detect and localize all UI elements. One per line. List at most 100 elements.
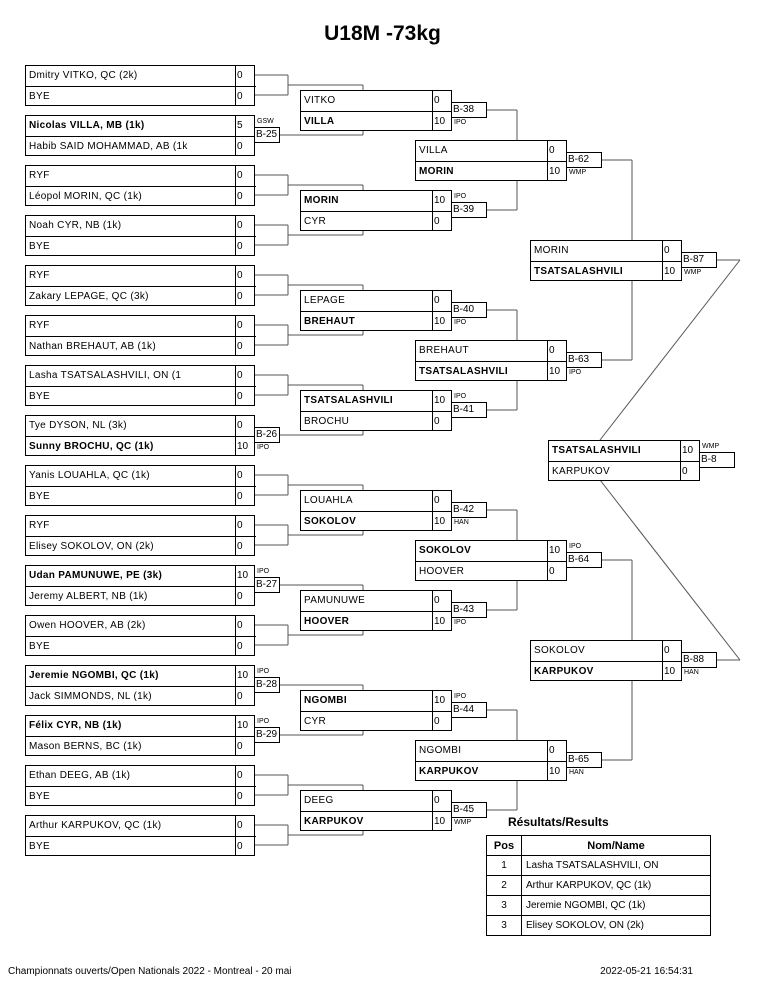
competitor-name: Jeremie NGOMBI, QC (1k) [29, 670, 159, 681]
match-number[interactable]: B-40 [451, 302, 487, 318]
competitor-name: KARPUKOV [549, 461, 681, 481]
competitor-name: KARPUKOV [416, 761, 548, 781]
match-number[interactable]: B-45 [451, 802, 487, 818]
competitor-name: HOOVER [416, 561, 548, 581]
competitor-score: 0 [235, 266, 256, 286]
competitor-name: Zakary LEPAGE, QC (3k) [26, 286, 236, 306]
competitor-score: 0 [235, 786, 256, 806]
match-number[interactable]: B-29 [254, 727, 280, 743]
competitor-name: RYF [29, 520, 50, 531]
connector-line [599, 479, 741, 661]
match-number[interactable]: B-88 [681, 652, 717, 668]
win-type-note: IPO [454, 193, 467, 200]
match-number[interactable]: B-87 [681, 252, 717, 268]
win-type-note: IPO [454, 119, 467, 126]
match-number[interactable]: B-43 [451, 602, 487, 618]
competitor-score: 0 [235, 486, 256, 506]
competitor-score: 10 [432, 191, 453, 211]
competitor-name: KARPUKOV [301, 811, 433, 831]
match-number[interactable]: B-63 [566, 352, 602, 368]
win-type-note: WMP [702, 443, 720, 450]
competitor-name: Ethan DEEG, AB (1k) [29, 770, 131, 781]
competitor-score: 0 [547, 341, 568, 361]
competitor-name: VITKO [304, 95, 336, 106]
match-number[interactable]: B-8 [699, 452, 735, 468]
match-number[interactable]: B-39 [451, 202, 487, 218]
competitor-score: 0 [235, 166, 256, 186]
match-number[interactable]: B-42 [451, 502, 487, 518]
competitor-name: MORIN [534, 245, 569, 256]
competitor-score: 0 [662, 241, 683, 261]
competitor-name: Yanis LOUAHLA, QC (1k) [29, 470, 150, 481]
win-type-note: IPO [569, 369, 582, 376]
competitor-name: Tye DYSON, NL (3k) [29, 420, 127, 431]
competitor-score: 0 [547, 141, 568, 161]
competitor-name: SOKOLOV [534, 645, 586, 656]
competitor-score: 10 [547, 761, 568, 781]
match-number[interactable]: B-65 [566, 752, 602, 768]
competitor-score: 0 [235, 336, 256, 356]
match-number[interactable]: B-26 [254, 427, 280, 443]
competitor-score: 0 [235, 686, 256, 706]
competitor-name: MORIN [416, 161, 548, 181]
competitor-name: RYF [29, 320, 50, 331]
competitor-score: 0 [432, 591, 453, 611]
match-number[interactable]: B-64 [566, 552, 602, 568]
competitor-name: BYE [26, 236, 236, 256]
match-number[interactable]: B-62 [566, 152, 602, 168]
match-number[interactable]: B-28 [254, 677, 280, 693]
match-number[interactable]: B-27 [254, 577, 280, 593]
competitor-score: 10 [662, 661, 683, 681]
competitor-score: 0 [662, 641, 683, 661]
competitor-score: 0 [235, 516, 256, 536]
competitor-name: CYR [301, 711, 433, 731]
competitor-score: 0 [235, 816, 256, 836]
result-pos: 3 [486, 895, 522, 916]
win-type-note: WMP [684, 269, 702, 276]
competitor-name: RYF [29, 170, 50, 181]
match-number[interactable]: B-38 [451, 102, 487, 118]
win-type-note: HAN [454, 519, 469, 526]
match-number[interactable]: B-41 [451, 402, 487, 418]
results-header-pos: Pos [486, 835, 522, 856]
competitor-name: Félix CYR, NB (1k) [29, 720, 122, 731]
match-number[interactable]: B-25 [254, 127, 280, 143]
competitor-score: 0 [235, 236, 256, 256]
match-number[interactable]: B-44 [451, 702, 487, 718]
competitor-name: DEEG [304, 795, 334, 806]
competitor-score: 0 [432, 91, 453, 111]
